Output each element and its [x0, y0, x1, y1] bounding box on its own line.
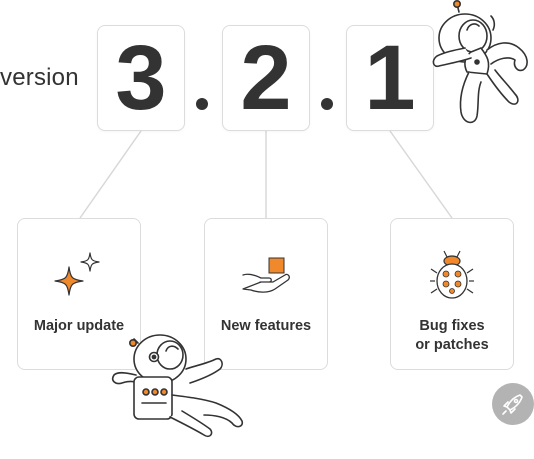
bug-fixes-label-line2: or patches	[415, 337, 489, 353]
version-label: version	[0, 64, 79, 91]
bug-fixes-label: Bug fixes	[419, 318, 485, 334]
rocket-logo-icon	[492, 383, 534, 425]
version-separator-dot	[321, 98, 333, 110]
astronaut-with-backpack-icon	[111, 334, 244, 438]
ladybug-icon	[430, 250, 474, 299]
minor-digit: 2	[240, 27, 292, 129]
patch-digit-box: 1	[346, 25, 434, 131]
patch-digit: 1	[364, 27, 416, 129]
major-digit: 3	[115, 27, 167, 129]
bug-fixes-card: Bug fixes or patches	[390, 218, 514, 370]
rocket-icon	[502, 394, 523, 415]
astronaut-floating-icon	[432, 0, 528, 124]
major-update-card: Major update	[17, 218, 141, 370]
new-features-card: New features	[204, 218, 328, 370]
connector-patch	[389, 130, 453, 219]
new-features-label: New features	[220, 318, 312, 334]
sparkle-icon	[54, 252, 100, 296]
connector-major	[79, 130, 142, 219]
major-update-label: Major update	[33, 318, 125, 334]
minor-digit-box: 2	[222, 25, 310, 131]
version-separator-dot	[196, 98, 208, 110]
hand-with-box-icon	[242, 257, 290, 293]
major-digit-box: 3	[97, 25, 185, 131]
